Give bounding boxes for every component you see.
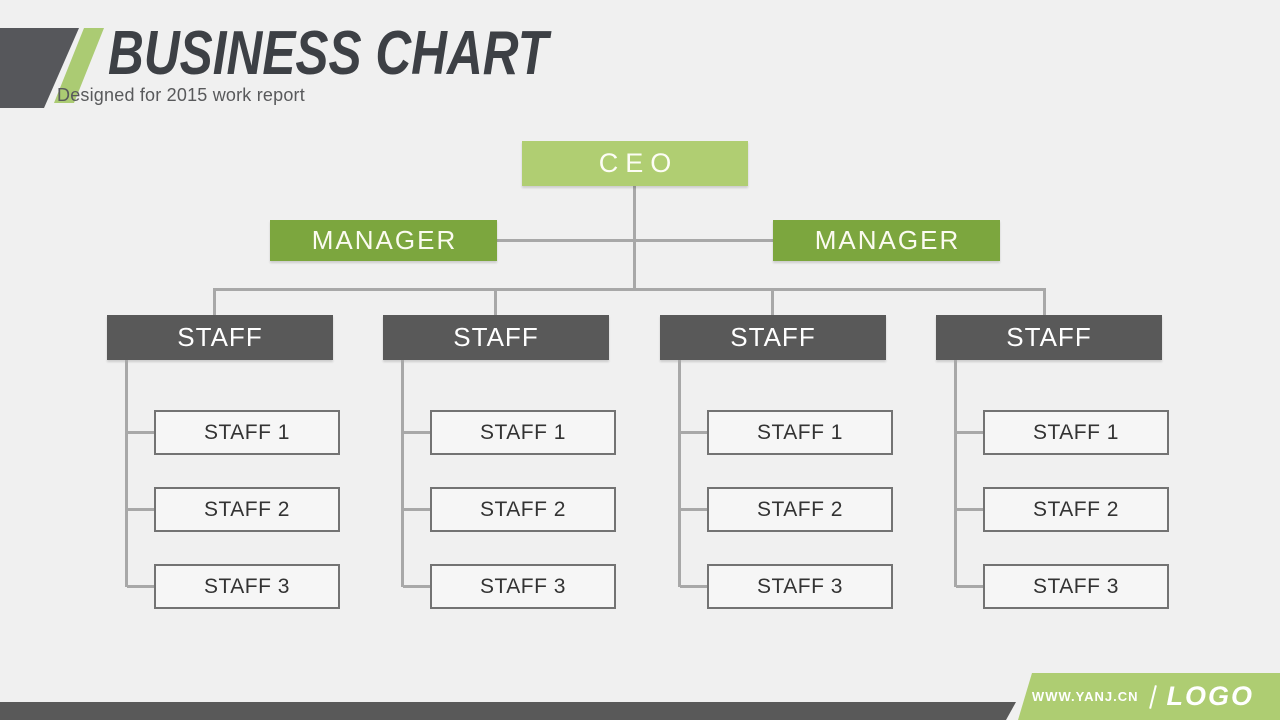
footer-green-banner: WWW.YANJ.CN LOGO bbox=[1018, 673, 1280, 720]
connector-line bbox=[403, 508, 431, 511]
staff-department-box: STAFF bbox=[936, 315, 1162, 360]
manager-box: MANAGER bbox=[270, 220, 497, 261]
staff-member-box: STAFF 1 bbox=[707, 410, 893, 455]
connector-line bbox=[954, 360, 957, 587]
connector-line bbox=[680, 431, 708, 434]
staff-member-box: STAFF 1 bbox=[154, 410, 340, 455]
connector-line bbox=[680, 508, 708, 511]
department-column: STAFF STAFF 1 STAFF 2 STAFF 3 bbox=[660, 0, 893, 720]
connector-line bbox=[1043, 288, 1046, 316]
connector-line bbox=[633, 185, 636, 290]
connector-line bbox=[956, 431, 984, 434]
department-column: STAFF STAFF 1 STAFF 2 STAFF 3 bbox=[936, 0, 1169, 720]
connector-line bbox=[213, 288, 1045, 291]
footer-logo-text: LOGO bbox=[1166, 681, 1254, 711]
footer-separator bbox=[1148, 684, 1157, 709]
staff-department-box: STAFF bbox=[383, 315, 609, 360]
connector-line bbox=[125, 360, 128, 587]
staff-member-box: STAFF 3 bbox=[154, 564, 340, 609]
staff-member-box: STAFF 2 bbox=[707, 487, 893, 532]
connector-line bbox=[403, 585, 431, 588]
department-column: STAFF STAFF 1 STAFF 2 STAFF 3 bbox=[383, 0, 616, 720]
page-title: BUSINESS CHART bbox=[108, 19, 549, 88]
connector-line bbox=[497, 239, 774, 242]
staff-department-box: STAFF bbox=[660, 315, 886, 360]
connector-line bbox=[403, 431, 431, 434]
page-subtitle: Designed for 2015 work report bbox=[57, 85, 305, 105]
staff-member-box: STAFF 3 bbox=[983, 564, 1169, 609]
connector-line bbox=[127, 508, 155, 511]
connector-line bbox=[127, 431, 155, 434]
connector-line bbox=[956, 508, 984, 511]
connector-line bbox=[213, 288, 216, 316]
staff-member-box: STAFF 3 bbox=[707, 564, 893, 609]
staff-member-box: STAFF 1 bbox=[430, 410, 616, 455]
staff-member-box: STAFF 2 bbox=[983, 487, 1169, 532]
connector-line bbox=[401, 360, 404, 587]
staff-member-box: STAFF 3 bbox=[430, 564, 616, 609]
staff-department-box: STAFF bbox=[107, 315, 333, 360]
ceo-box: CEO bbox=[522, 141, 748, 186]
connector-line bbox=[680, 585, 708, 588]
staff-member-box: STAFF 1 bbox=[983, 410, 1169, 455]
connector-line bbox=[127, 585, 155, 588]
department-column: STAFF STAFF 1 STAFF 2 STAFF 3 bbox=[107, 0, 340, 720]
connector-line bbox=[956, 585, 984, 588]
staff-member-box: STAFF 2 bbox=[154, 487, 340, 532]
connector-line bbox=[494, 288, 497, 316]
connector-line bbox=[678, 360, 681, 587]
footer-website-text: WWW.YANJ.CN bbox=[1031, 689, 1139, 704]
staff-member-box: STAFF 2 bbox=[430, 487, 616, 532]
connector-line bbox=[771, 288, 774, 316]
footer-dark-bar bbox=[0, 702, 1016, 720]
manager-box: MANAGER bbox=[773, 220, 1000, 261]
